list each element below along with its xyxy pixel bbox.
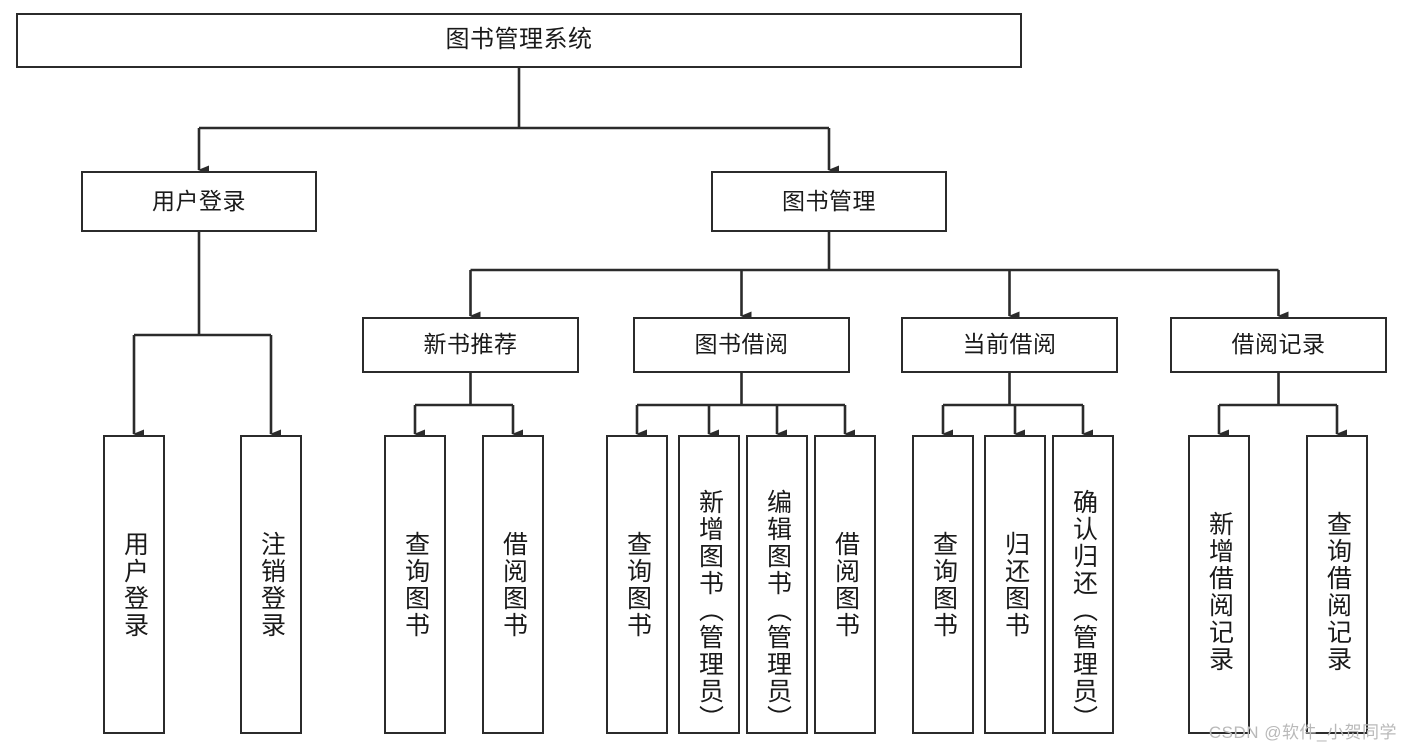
node-leaf-user-login[interactable]: 用户登录 (103, 435, 165, 734)
node-leaf-query-book-3-label: 查询图书 (929, 531, 958, 639)
node-leaf-query-book-1[interactable]: 查询图书 (384, 435, 446, 734)
node-user-login-label: 用户登录 (152, 187, 246, 214)
node-leaf-borrow-book-1-label: 借阅图书 (499, 531, 528, 639)
node-leaf-add-book[interactable]: 新增图书（管理员） (678, 435, 740, 734)
csdn-watermark: CSDN @软件_小贺同学 (1208, 723, 1397, 742)
node-leaf-logout[interactable]: 注销登录 (240, 435, 302, 734)
node-borrow-record[interactable]: 借阅记录 (1170, 317, 1387, 373)
node-leaf-edit-book[interactable]: 编辑图书（管理员） (746, 435, 808, 734)
node-leaf-query-record-label: 查询借阅记录 (1323, 511, 1352, 673)
node-leaf-edit-book-label: 编辑图书（管理员） (763, 489, 792, 732)
node-leaf-return-book[interactable]: 归还图书 (984, 435, 1046, 734)
node-book-manage-label: 图书管理 (782, 187, 876, 214)
node-leaf-query-book-1-label: 查询图书 (401, 531, 430, 639)
node-current-borrow-label: 当前借阅 (962, 331, 1057, 358)
node-leaf-query-book-2-label: 查询图书 (623, 531, 652, 639)
node-leaf-add-book-label: 新增图书（管理员） (695, 489, 724, 732)
node-leaf-query-record[interactable]: 查询借阅记录 (1306, 435, 1368, 734)
node-leaf-borrow-book-2-label: 借阅图书 (831, 531, 860, 639)
node-leaf-confirm-return-label: 确认归还（管理员） (1069, 489, 1098, 732)
node-leaf-logout-label: 注销登录 (257, 531, 286, 639)
node-root-label: 图书管理系统 (445, 26, 593, 54)
node-leaf-confirm-return[interactable]: 确认归还（管理员） (1052, 435, 1114, 734)
node-book-borrow-label: 图书借阅 (694, 331, 789, 358)
node-leaf-add-record[interactable]: 新增借阅记录 (1188, 435, 1250, 734)
node-current-borrow[interactable]: 当前借阅 (901, 317, 1118, 373)
node-borrow-record-label: 借阅记录 (1231, 331, 1326, 358)
node-leaf-user-login-label: 用户登录 (120, 531, 149, 639)
node-user-login[interactable]: 用户登录 (81, 171, 317, 232)
node-leaf-query-book-3[interactable]: 查询图书 (912, 435, 974, 734)
node-new-book-recommend-label: 新书推荐 (423, 331, 518, 358)
node-leaf-query-book-2[interactable]: 查询图书 (606, 435, 668, 734)
node-leaf-add-record-label: 新增借阅记录 (1205, 511, 1234, 673)
node-leaf-borrow-book-2[interactable]: 借阅图书 (814, 435, 876, 734)
node-leaf-return-book-label: 归还图书 (1001, 531, 1030, 639)
node-new-book-recommend[interactable]: 新书推荐 (362, 317, 579, 373)
node-root[interactable]: 图书管理系统 (16, 13, 1022, 68)
node-leaf-borrow-book-1[interactable]: 借阅图书 (482, 435, 544, 734)
node-book-borrow[interactable]: 图书借阅 (633, 317, 850, 373)
node-book-manage[interactable]: 图书管理 (711, 171, 947, 232)
